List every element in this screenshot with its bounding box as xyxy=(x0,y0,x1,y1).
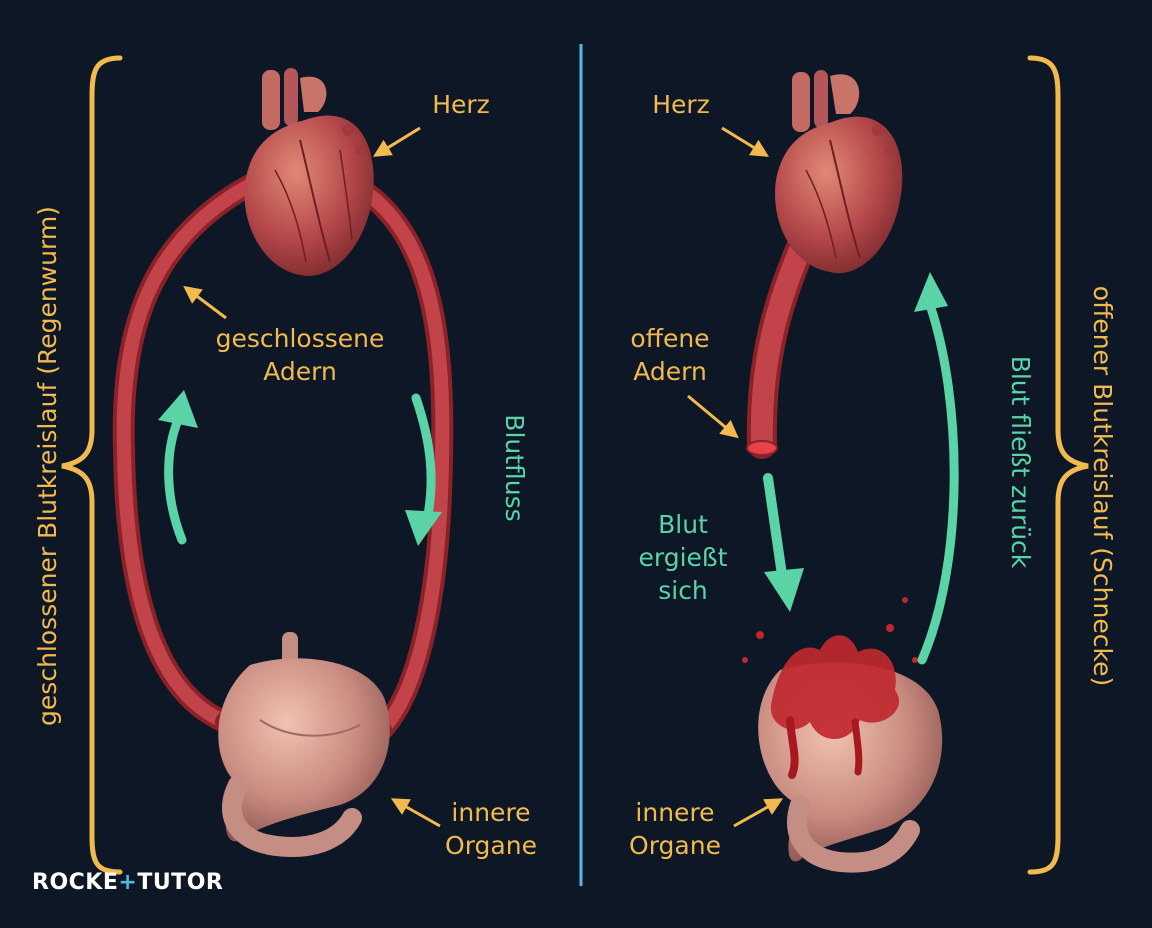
logo-text-left: ROCKE xyxy=(32,870,119,895)
left-flow-label: Blutfluss xyxy=(500,414,529,522)
right-organ-pointer xyxy=(733,798,784,828)
right-spill-label: Blut ergießt sich xyxy=(638,510,728,605)
left-organ-label: innere Organe xyxy=(445,798,537,860)
left-flow-down-arrowhead xyxy=(405,510,442,546)
spill-down-arrow xyxy=(763,473,787,580)
right-heart-label: Herz xyxy=(652,90,710,119)
left-brace xyxy=(61,55,123,875)
open-vessel xyxy=(746,223,820,459)
right-return-label: Blut fließt zurück xyxy=(1006,355,1035,569)
left-flow-up-arrowhead xyxy=(158,390,198,428)
brand-logo: ROCKE+TUTOR xyxy=(32,870,223,895)
blood-splash-icon xyxy=(742,597,918,779)
left-heart-icon xyxy=(244,68,374,276)
right-vessel-label: offene Adern xyxy=(630,324,710,386)
left-vessel-label: geschlossene Adern xyxy=(215,324,385,386)
left-side-title: geschlossener Blutkreislauf (Regenwurm) xyxy=(33,206,62,726)
right-brace xyxy=(1027,55,1089,875)
left-organ-pointer xyxy=(390,798,441,828)
left-heart-label: Herz xyxy=(432,90,490,119)
right-heart-icon xyxy=(775,70,903,274)
logo-plus: + xyxy=(118,870,138,895)
left-flow-up-arrow xyxy=(164,415,187,545)
left-heart-pointer xyxy=(372,126,421,157)
return-up-arrowhead xyxy=(914,272,948,312)
right-side-title: offener Blutkreislauf (Schnecke) xyxy=(1088,285,1117,687)
left-flow-down-arrow xyxy=(411,393,436,520)
right-organ-label: innere Organe xyxy=(629,798,721,860)
right-vessel-pointer xyxy=(687,394,739,439)
return-up-arrow xyxy=(917,300,959,665)
logo-text-right: TUTOR xyxy=(137,870,224,895)
left-organ-icon xyxy=(218,632,390,857)
spill-down-arrowhead xyxy=(764,568,804,612)
left-vessel-pointer xyxy=(183,285,227,320)
right-heart-pointer xyxy=(721,126,770,157)
